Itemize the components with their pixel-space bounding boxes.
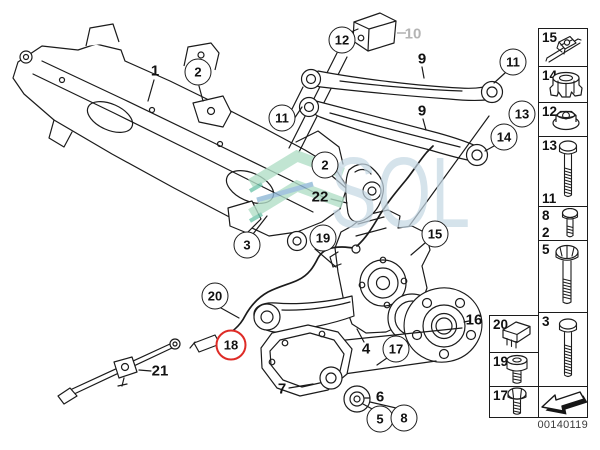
cell-label-2: 2 xyxy=(542,225,550,240)
direction-arrow-icon xyxy=(541,391,587,415)
stabilizer-rod-drawing xyxy=(57,338,181,405)
long-bolt-icon xyxy=(558,140,578,198)
cell-label: 12 xyxy=(542,104,558,119)
hex-screw-icon xyxy=(507,387,527,415)
callout-18-highlighted[interactable]: 18 xyxy=(215,329,247,361)
label-16: 16 xyxy=(465,311,483,329)
control-arms-drawing xyxy=(291,66,506,230)
cap-nut-icon xyxy=(549,71,583,98)
cell-label: 3 xyxy=(542,314,550,329)
label-9-lower: 9 xyxy=(417,102,427,120)
sidebar-cell-13-11: 13 11 xyxy=(538,136,588,207)
clamp-icon xyxy=(545,35,582,63)
sidebar-cell-14: 14 xyxy=(538,66,588,103)
sidebar-cell-8-2: 8 2 xyxy=(538,206,588,241)
sidebar-cell-15: 15 xyxy=(538,28,588,67)
label-1: 1 xyxy=(150,62,160,80)
watermark: SOL xyxy=(248,137,470,249)
cell-label: 8 xyxy=(542,208,550,223)
cell-label: 19 xyxy=(493,354,509,369)
callout-19[interactable]: 19 xyxy=(309,224,337,252)
socket-screw-icon xyxy=(506,354,528,384)
callout-3[interactable]: 3 xyxy=(233,231,261,259)
label-4: 4 xyxy=(361,340,371,358)
cell-label: 5 xyxy=(542,242,550,257)
callout-5[interactable]: 5 xyxy=(366,405,394,433)
flange-bolt-icon xyxy=(555,244,579,305)
callout-14[interactable]: 14 xyxy=(490,123,518,151)
callout-15[interactable]: 15 xyxy=(421,220,449,248)
watermark-text: SOL xyxy=(330,137,470,249)
image-number: 00140119 xyxy=(537,419,588,431)
callout-20[interactable]: 20 xyxy=(201,282,229,310)
cover-plate-drawing xyxy=(260,324,463,413)
cell-label: 15 xyxy=(542,30,558,45)
abs-sensor-cable-drawing xyxy=(189,145,434,353)
sidebar-cell-20: 20 xyxy=(489,315,539,353)
sidebar-cell-3: 3 xyxy=(538,312,588,387)
callout-12[interactable]: 12 xyxy=(328,26,356,54)
cell-label-2: 11 xyxy=(542,191,557,206)
cell-label: 20 xyxy=(493,317,509,332)
bracket-10-drawing xyxy=(288,12,406,153)
bracket-22-drawing xyxy=(330,163,385,223)
short-bolt-icon xyxy=(561,208,579,238)
label-6: 6 xyxy=(375,388,385,406)
cell-label: 13 xyxy=(542,138,558,153)
wheel-hub-drawing xyxy=(376,287,483,366)
callout-11-right[interactable]: 11 xyxy=(499,48,527,76)
callout-2-upper[interactable]: 2 xyxy=(184,58,212,86)
sidebar-cell-19: 19 xyxy=(489,352,539,387)
subframe-drawing xyxy=(12,23,348,252)
cell-label: 17 xyxy=(493,388,509,403)
flange-nut-icon xyxy=(552,110,580,131)
callout-17[interactable]: 17 xyxy=(382,335,410,363)
label-21: 21 xyxy=(151,362,169,380)
sidebar-cell-17: 17 xyxy=(489,386,539,418)
callout-11-left[interactable]: 11 xyxy=(268,104,296,132)
callout-2-lower[interactable]: 2 xyxy=(311,151,339,179)
sidebar-cell-12: 12 xyxy=(538,102,588,137)
label-22: 22 xyxy=(311,188,329,206)
callout-8[interactable]: 8 xyxy=(390,404,418,432)
long-bolt-icon xyxy=(558,318,578,378)
sidebar-cell-arrow xyxy=(538,386,588,418)
cable-clip-icon xyxy=(502,321,531,349)
sidebar-cell-5: 5 xyxy=(538,240,588,313)
callout-13[interactable]: 13 xyxy=(508,100,536,128)
label-7: 7 xyxy=(277,380,287,398)
label-9-upper: 9 xyxy=(417,50,427,68)
trailing-arm-drawing xyxy=(253,295,365,343)
label-10: 10 xyxy=(404,25,422,43)
